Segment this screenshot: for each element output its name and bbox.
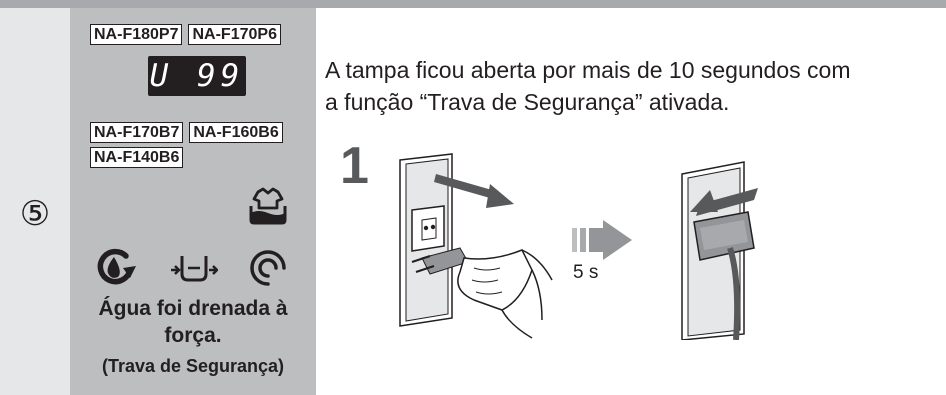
wait-time: 5 s — [573, 262, 599, 283]
description-line1: A tampa ficou aberta por mais de 10 segu… — [325, 57, 851, 83]
error-display: U 99 — [148, 56, 246, 96]
wait-arrow-icon — [572, 220, 632, 260]
number-column: ⑤ — [0, 8, 70, 395]
description-line2: a função “Trava de Segurança” ativada. — [325, 89, 730, 115]
model-row-top: NA-F180P7 NA-F170P6 — [90, 24, 281, 45]
top-rule — [0, 0, 946, 8]
description: A tampa ficou aberta por mais de 10 segu… — [325, 54, 850, 118]
model-label: NA-F160B6 — [189, 122, 283, 143]
error-code: U 99 — [149, 58, 245, 94]
drain-icon — [171, 256, 218, 282]
model-label: NA-F170P6 — [188, 24, 281, 45]
panel-column: NA-F180P7 NA-F170P6 U 99 NA-F170B7 NA-F1… — [70, 8, 316, 395]
wash-spin-icon — [97, 248, 136, 285]
model-row-mid: NA-F170B7 NA-F160B6 — [90, 122, 283, 143]
model-label: NA-F180P7 — [90, 24, 183, 45]
model-label: NA-F140B6 — [90, 147, 184, 168]
soak-icon — [249, 187, 287, 225]
spin-icon — [250, 250, 286, 286]
caption-line3: (Trava de Segurança) — [101, 356, 285, 376]
plug-in-illustration — [681, 161, 758, 340]
model-row-bottom: NA-F140B6 — [90, 147, 184, 168]
step-number: 1 — [340, 137, 369, 195]
section-number: ⑤ — [19, 195, 51, 233]
unplug-illustration — [399, 153, 553, 339]
caption-line1: Água foi drenada à — [98, 297, 288, 320]
model-label: NA-F170B7 — [90, 122, 184, 143]
caption-line2: força. — [164, 324, 222, 347]
